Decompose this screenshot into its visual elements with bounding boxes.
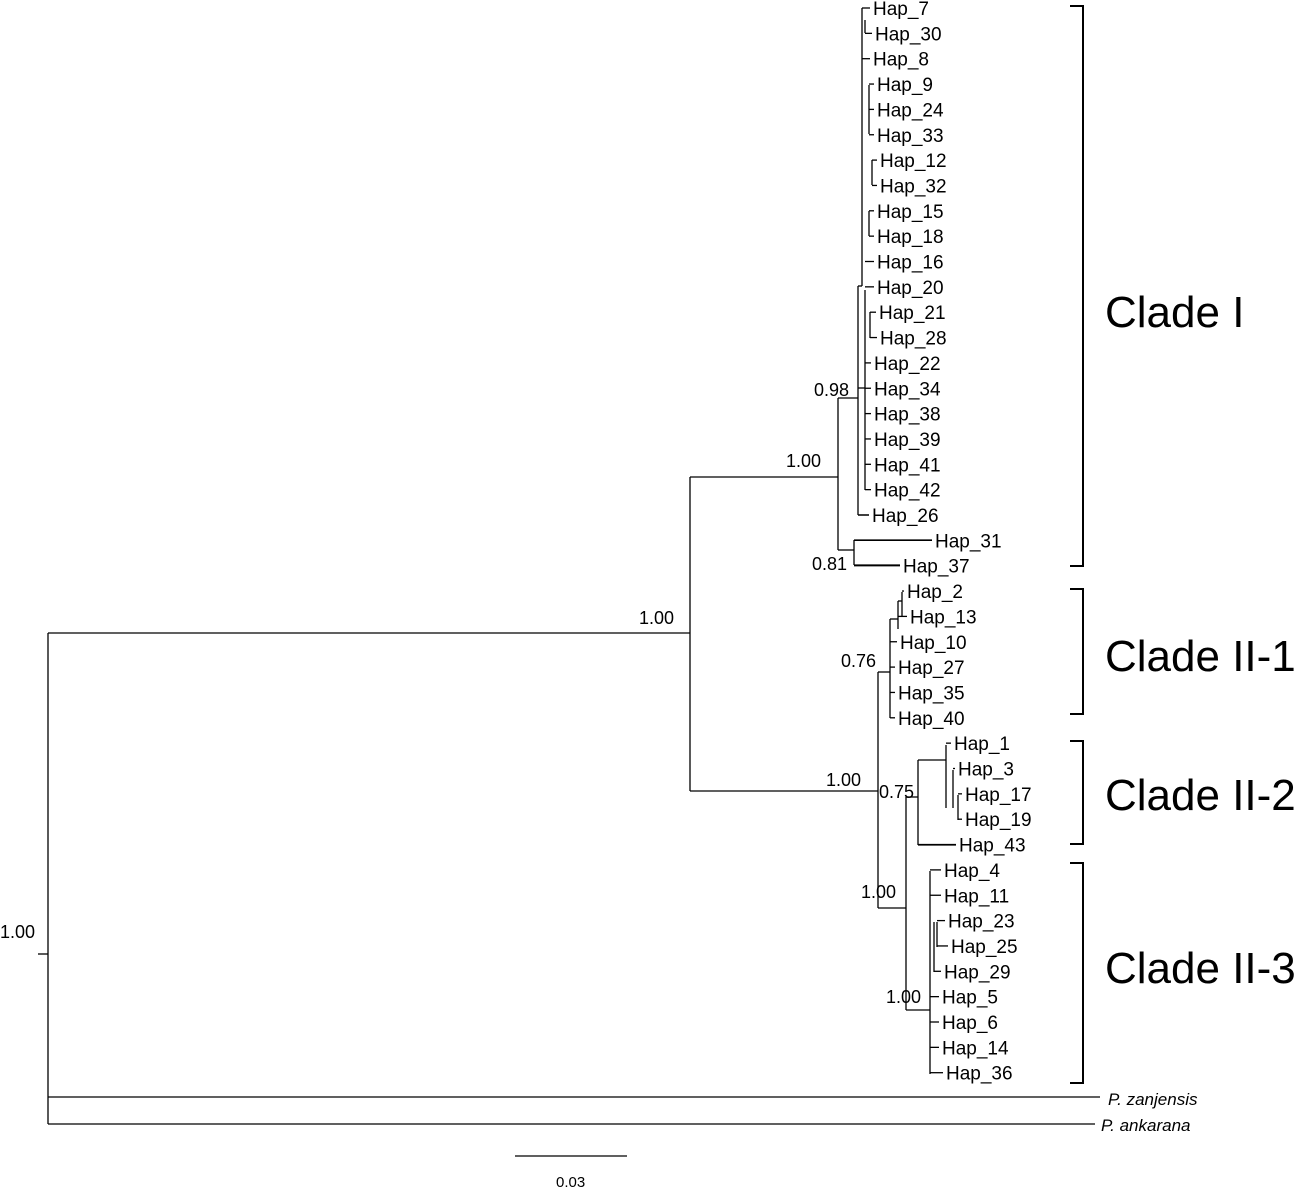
leaf-label: Hap_36 — [946, 1064, 1013, 1085]
leaf-label: Hap_35 — [898, 683, 965, 704]
clade-brackets — [1070, 5, 1084, 1084]
leaf-label: Hap_12 — [880, 151, 947, 172]
support-values: 1.00 1.00 1.00 0.98 0.81 1.00 0.76 0.75 … — [0, 380, 921, 1007]
leaf-label: Hap_7 — [873, 0, 929, 20]
leaf-label: Hap_25 — [951, 937, 1018, 958]
clade-I-bracket — [1070, 5, 1084, 567]
leaf-label: Hap_4 — [944, 861, 1000, 882]
leaf-label: Hap_23 — [948, 912, 1015, 933]
leaf-label: Hap_30 — [875, 24, 942, 45]
leaf-label: Hap_15 — [877, 202, 944, 223]
leaf-label: Hap_21 — [879, 303, 946, 324]
leaf-label: Hap_2 — [907, 582, 963, 603]
leaf-label: Hap_24 — [877, 100, 944, 121]
support-root: 1.00 — [0, 922, 35, 942]
support-clade-II-1: 0.76 — [841, 651, 876, 671]
support-clade-I-31-37: 0.81 — [812, 554, 847, 574]
scale-bar-label: 0.03 — [556, 1174, 585, 1190]
leaf-label: Hap_26 — [872, 506, 939, 527]
leaf-label: Hap_3 — [958, 760, 1014, 781]
leaf-label: Hap_34 — [874, 379, 941, 400]
leaf-label: Hap_43 — [959, 836, 1026, 857]
leaf-label: Hap_22 — [874, 354, 941, 375]
leaf-label: Hap_31 — [935, 531, 1002, 552]
leaf-labels: Hap_7Hap_30Hap_8Hap_9Hap_24Hap_33Hap_12H… — [872, 0, 1032, 1085]
outgroup-labels: P. zanjensis P. ankarana — [1101, 1090, 1198, 1135]
leaf-label: Hap_29 — [944, 962, 1011, 983]
support-clade-II-2: 0.75 — [879, 782, 914, 802]
support-ingroup: 1.00 — [639, 608, 674, 628]
support-clade-I-core: 0.98 — [814, 380, 849, 400]
leaf-label: Hap_33 — [877, 126, 944, 147]
leaf-label: Hap_40 — [898, 709, 965, 730]
clade-II-1-label: Clade II-1 — [1105, 632, 1296, 681]
leaf-label: Hap_20 — [877, 278, 944, 299]
support-clade-II-3: 1.00 — [886, 987, 921, 1007]
clade-II-2-bracket — [1070, 740, 1084, 845]
leaf-label: Hap_6 — [942, 1013, 998, 1034]
leaf-label: Hap_17 — [965, 785, 1032, 806]
leaf-label: Hap_13 — [910, 607, 977, 628]
leaf-label: Hap_9 — [877, 75, 933, 96]
leaf-label: Hap_16 — [877, 253, 944, 274]
leaf-label: Hap_19 — [965, 810, 1032, 831]
leaf-label: Hap_8 — [873, 50, 929, 71]
leaf-label: Hap_10 — [900, 633, 967, 654]
clade-II-1-bracket — [1070, 588, 1084, 715]
clade-II-2-label: Clade II-2 — [1105, 771, 1296, 820]
leaf-label: Hap_28 — [880, 329, 947, 350]
leaf-label: Hap_1 — [954, 734, 1010, 755]
leaf-label: Hap_14 — [942, 1038, 1009, 1059]
leaf-label: Hap_42 — [874, 481, 941, 502]
leaf-label: Hap_32 — [880, 176, 947, 197]
leaf-label: Hap_38 — [874, 405, 941, 426]
support-clade-I: 1.00 — [786, 451, 821, 471]
leaf-label: Hap_5 — [942, 988, 998, 1009]
leaf-label: Hap_41 — [874, 455, 941, 476]
leaf-label: Hap_18 — [877, 227, 944, 248]
clade-II-3-bracket — [1070, 862, 1084, 1084]
leaf-label: Hap_11 — [944, 886, 1009, 907]
leaf-label: Hap_27 — [898, 658, 965, 679]
clade-II-3-label: Clade II-3 — [1105, 944, 1296, 993]
outgroup-label-ankarana: P. ankarana — [1101, 1116, 1190, 1135]
clade-labels: Clade I Clade II-1 Clade II-2 Clade II-3 — [1105, 288, 1296, 993]
clade-I-label: Clade I — [1105, 288, 1244, 337]
leaf-label: Hap_37 — [903, 557, 970, 578]
scale-bar: 0.03 — [515, 1155, 627, 1190]
support-clade-II-2-3: 1.00 — [861, 882, 896, 902]
support-clade-II: 1.00 — [826, 770, 861, 790]
outgroup-label-zanjensis: P. zanjensis — [1108, 1090, 1198, 1109]
tree-branches — [38, 7, 1100, 1125]
leaf-label: Hap_39 — [874, 430, 941, 451]
